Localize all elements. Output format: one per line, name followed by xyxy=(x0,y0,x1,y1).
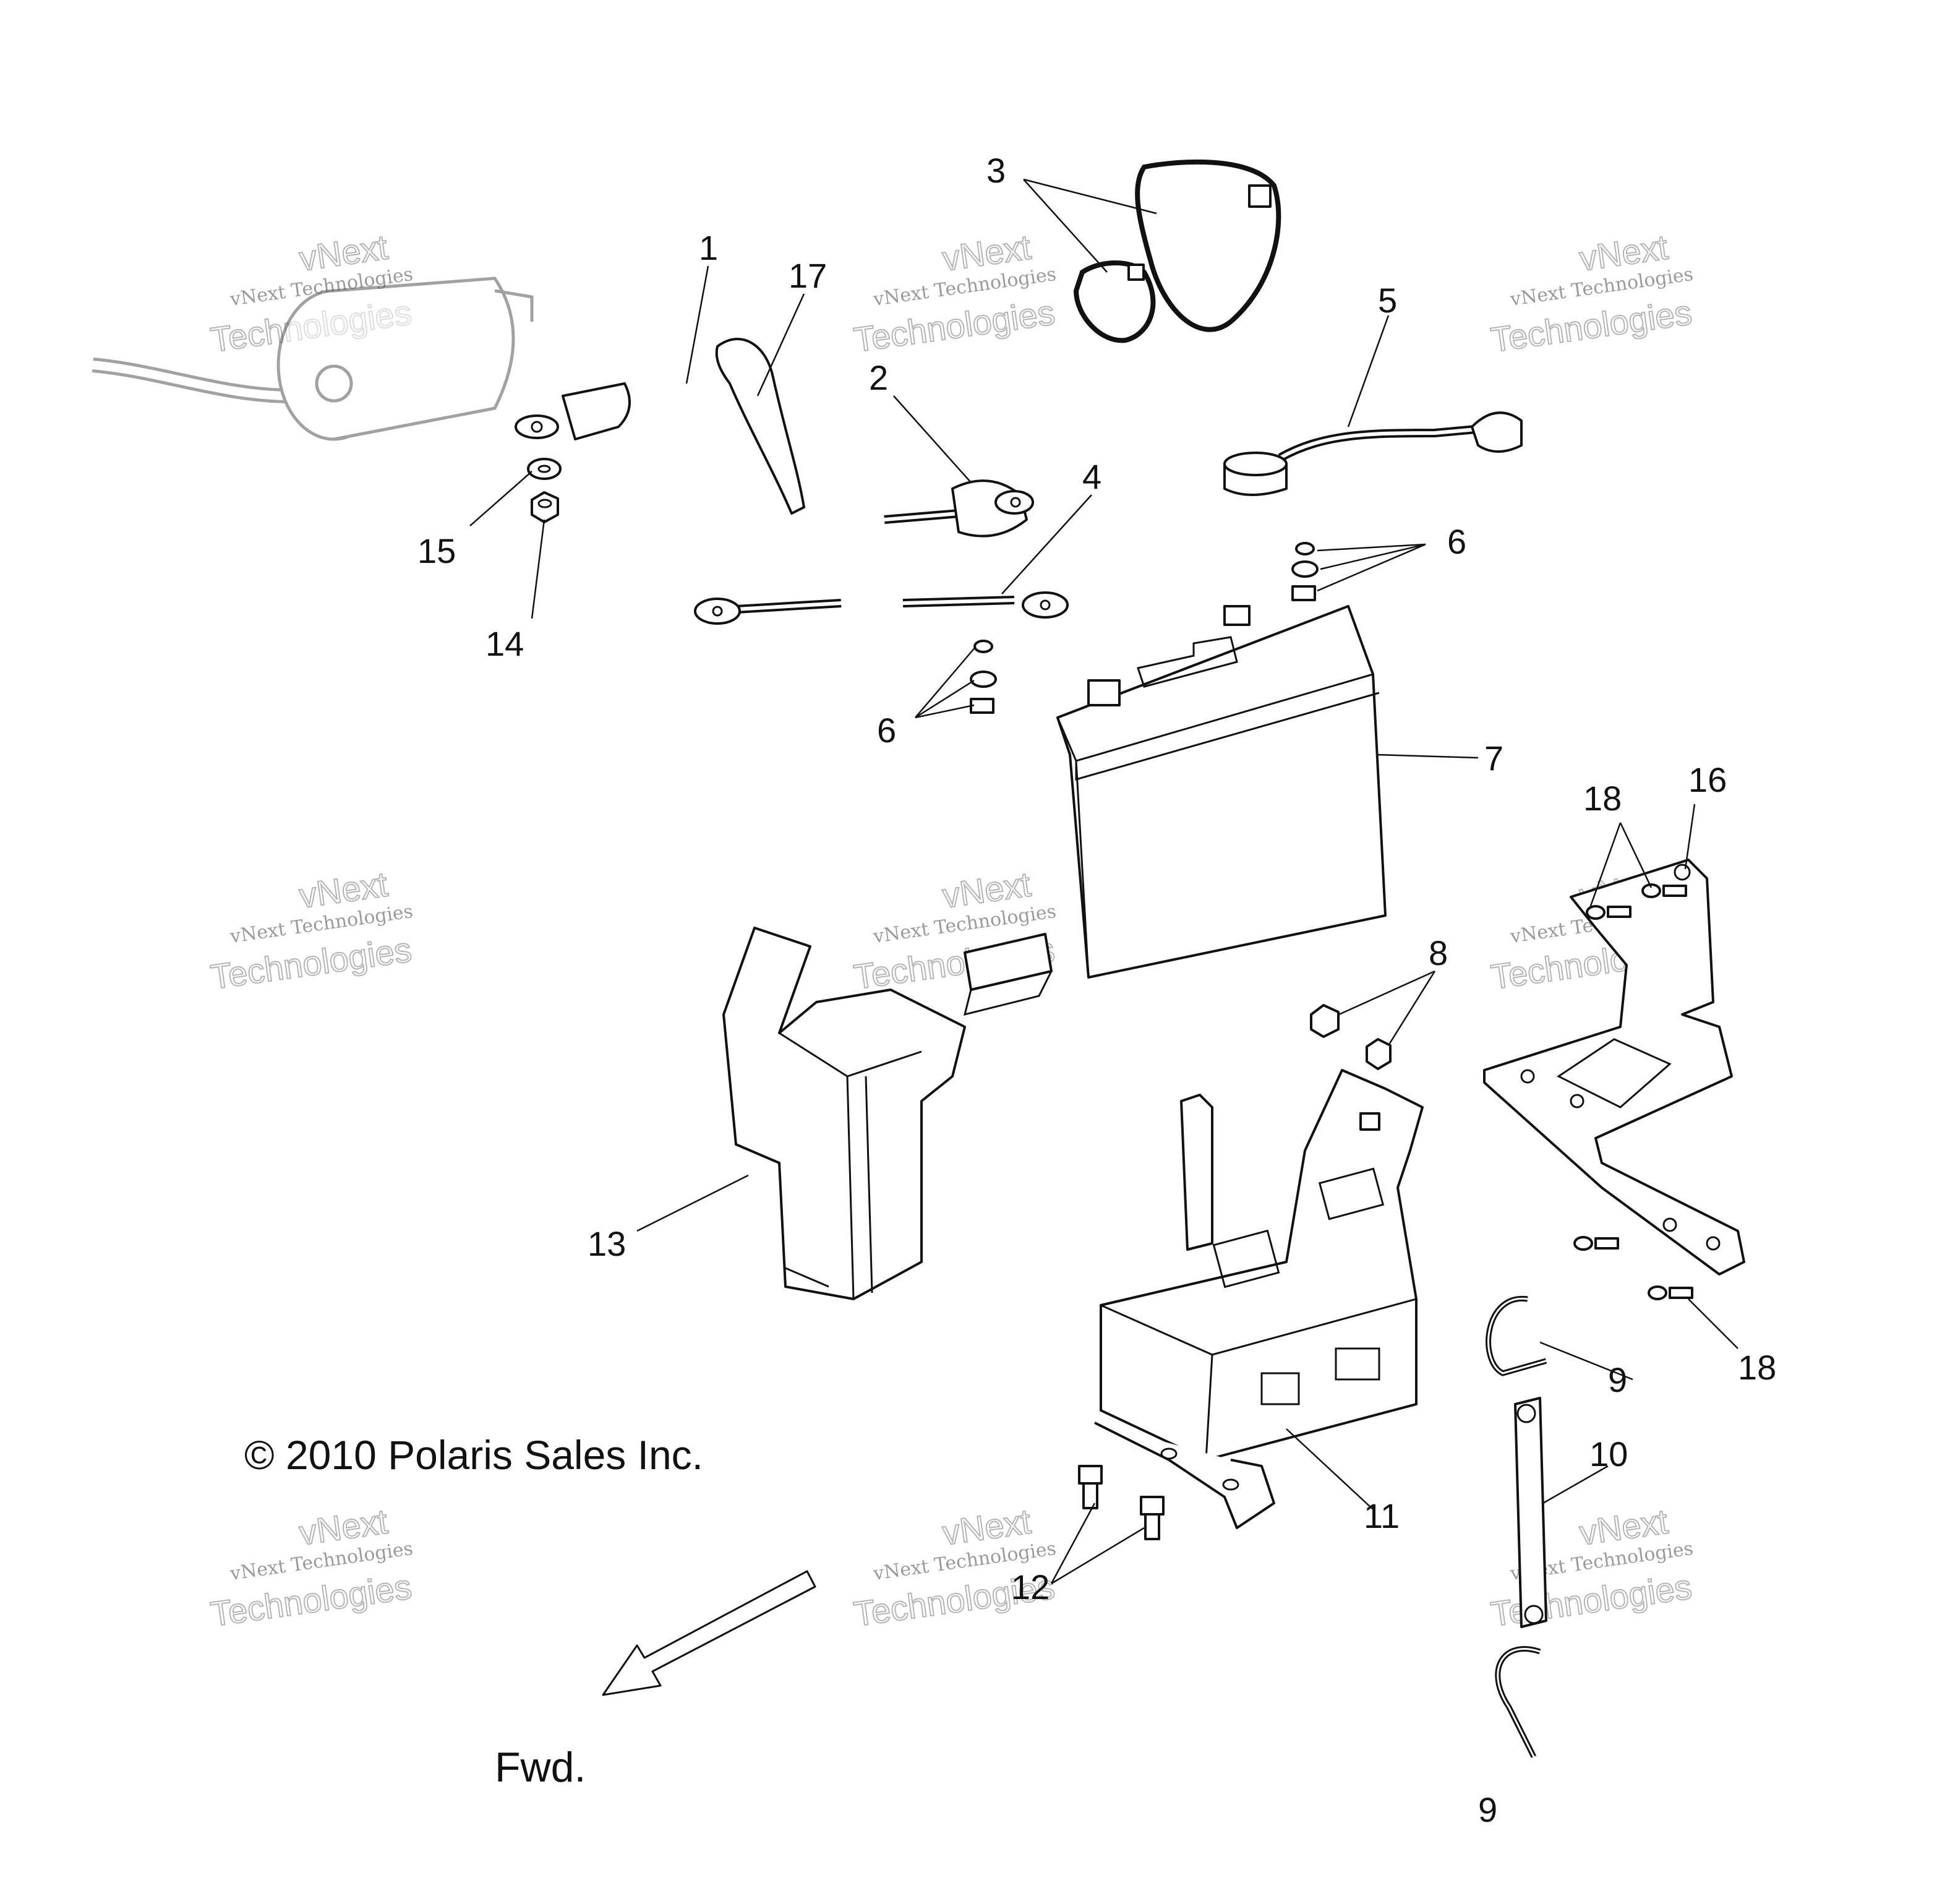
negative-cable-part-2 xyxy=(884,479,1034,538)
bolt-part-12-a xyxy=(1078,1465,1103,1509)
nut-part-8-a xyxy=(1310,1004,1340,1038)
nut-part-8-b xyxy=(1366,1038,1392,1070)
callout-7: 7 xyxy=(1484,739,1503,778)
callout-12: 12 xyxy=(1011,1567,1050,1606)
cable-tie-part-3 xyxy=(1073,159,1281,343)
callout-15: 15 xyxy=(417,531,456,570)
battery-cable-part-5 xyxy=(1223,411,1523,496)
callout-9-lower: 9 xyxy=(1478,1790,1497,1829)
callout-18-upper: 18 xyxy=(1583,779,1622,818)
callout-labels: 1 17 2 3 4 5 6 6 7 8 9 9 10 11 12 13 14 … xyxy=(417,151,1776,1829)
callout-1: 1 xyxy=(699,228,718,267)
hold-down-strap-part-10 xyxy=(1514,1397,1547,1628)
callout-14: 14 xyxy=(485,624,524,663)
battery-part-7 xyxy=(1056,605,1387,979)
battery-tray-part-11 xyxy=(1094,1069,1424,1529)
battery-cover-part-13 xyxy=(722,927,1053,1300)
watermark-4: vNext vNext Technologies Technologies xyxy=(208,864,414,997)
starter-cable-part-1 xyxy=(515,382,916,534)
watermark-2: vNext vNext Technologies Technologies xyxy=(851,226,1058,360)
watermark-7: vNext vNext Technologies Technologies xyxy=(208,1501,414,1634)
terminal-boot-part-17 xyxy=(715,338,805,515)
screw-part-18-a xyxy=(1586,905,1631,920)
battery-strap-cable-part-4 xyxy=(694,591,1069,625)
clip-part-9-upper xyxy=(1486,1295,1547,1376)
callout-2: 2 xyxy=(869,358,888,397)
callout-13: 13 xyxy=(588,1224,626,1263)
clip-part-9-lower xyxy=(1495,1646,1541,1759)
screw-part-18-d xyxy=(1648,1285,1693,1300)
terminal-hardware-part-6-upper xyxy=(1291,542,1319,601)
screw-part-18-b xyxy=(1641,883,1687,898)
bolt-part-12-b xyxy=(1140,1496,1165,1540)
callout-5: 5 xyxy=(1378,281,1397,320)
terminal-hardware-part-6-lower xyxy=(970,640,997,714)
forward-label: Fwd. xyxy=(495,1744,586,1791)
callout-9-upper: 9 xyxy=(1608,1360,1627,1399)
callout-18-lower: 18 xyxy=(1738,1348,1776,1387)
screw-part-18-c xyxy=(1573,1236,1619,1251)
callout-6-lower: 6 xyxy=(877,711,896,750)
starter-motor-illustration xyxy=(92,277,534,441)
watermark-9: vNext vNext Technologies Technologies xyxy=(1488,1501,1695,1634)
nut-part-14 xyxy=(531,491,559,523)
washer-part-15 xyxy=(527,458,562,480)
leader-lines xyxy=(469,178,1738,1585)
callout-10: 10 xyxy=(1589,1434,1628,1473)
copyright-notice: © 2010 Polaris Sales Inc. xyxy=(244,1432,703,1478)
callout-16: 16 xyxy=(1688,760,1727,799)
callout-11: 11 xyxy=(1364,1496,1400,1535)
forward-arrow-icon xyxy=(602,1570,816,1696)
callout-8: 8 xyxy=(1429,933,1448,972)
callout-4: 4 xyxy=(1082,457,1101,496)
watermark-8: vNext vNext Technologies Technologies xyxy=(851,1501,1058,1634)
callout-17: 17 xyxy=(789,256,827,295)
mounting-bracket-part-16 xyxy=(1483,859,1745,1276)
watermark-3: vNext vNext Technologies Technologies xyxy=(1488,226,1695,360)
callout-3: 3 xyxy=(986,151,1006,190)
callout-6-upper: 6 xyxy=(1447,522,1466,561)
